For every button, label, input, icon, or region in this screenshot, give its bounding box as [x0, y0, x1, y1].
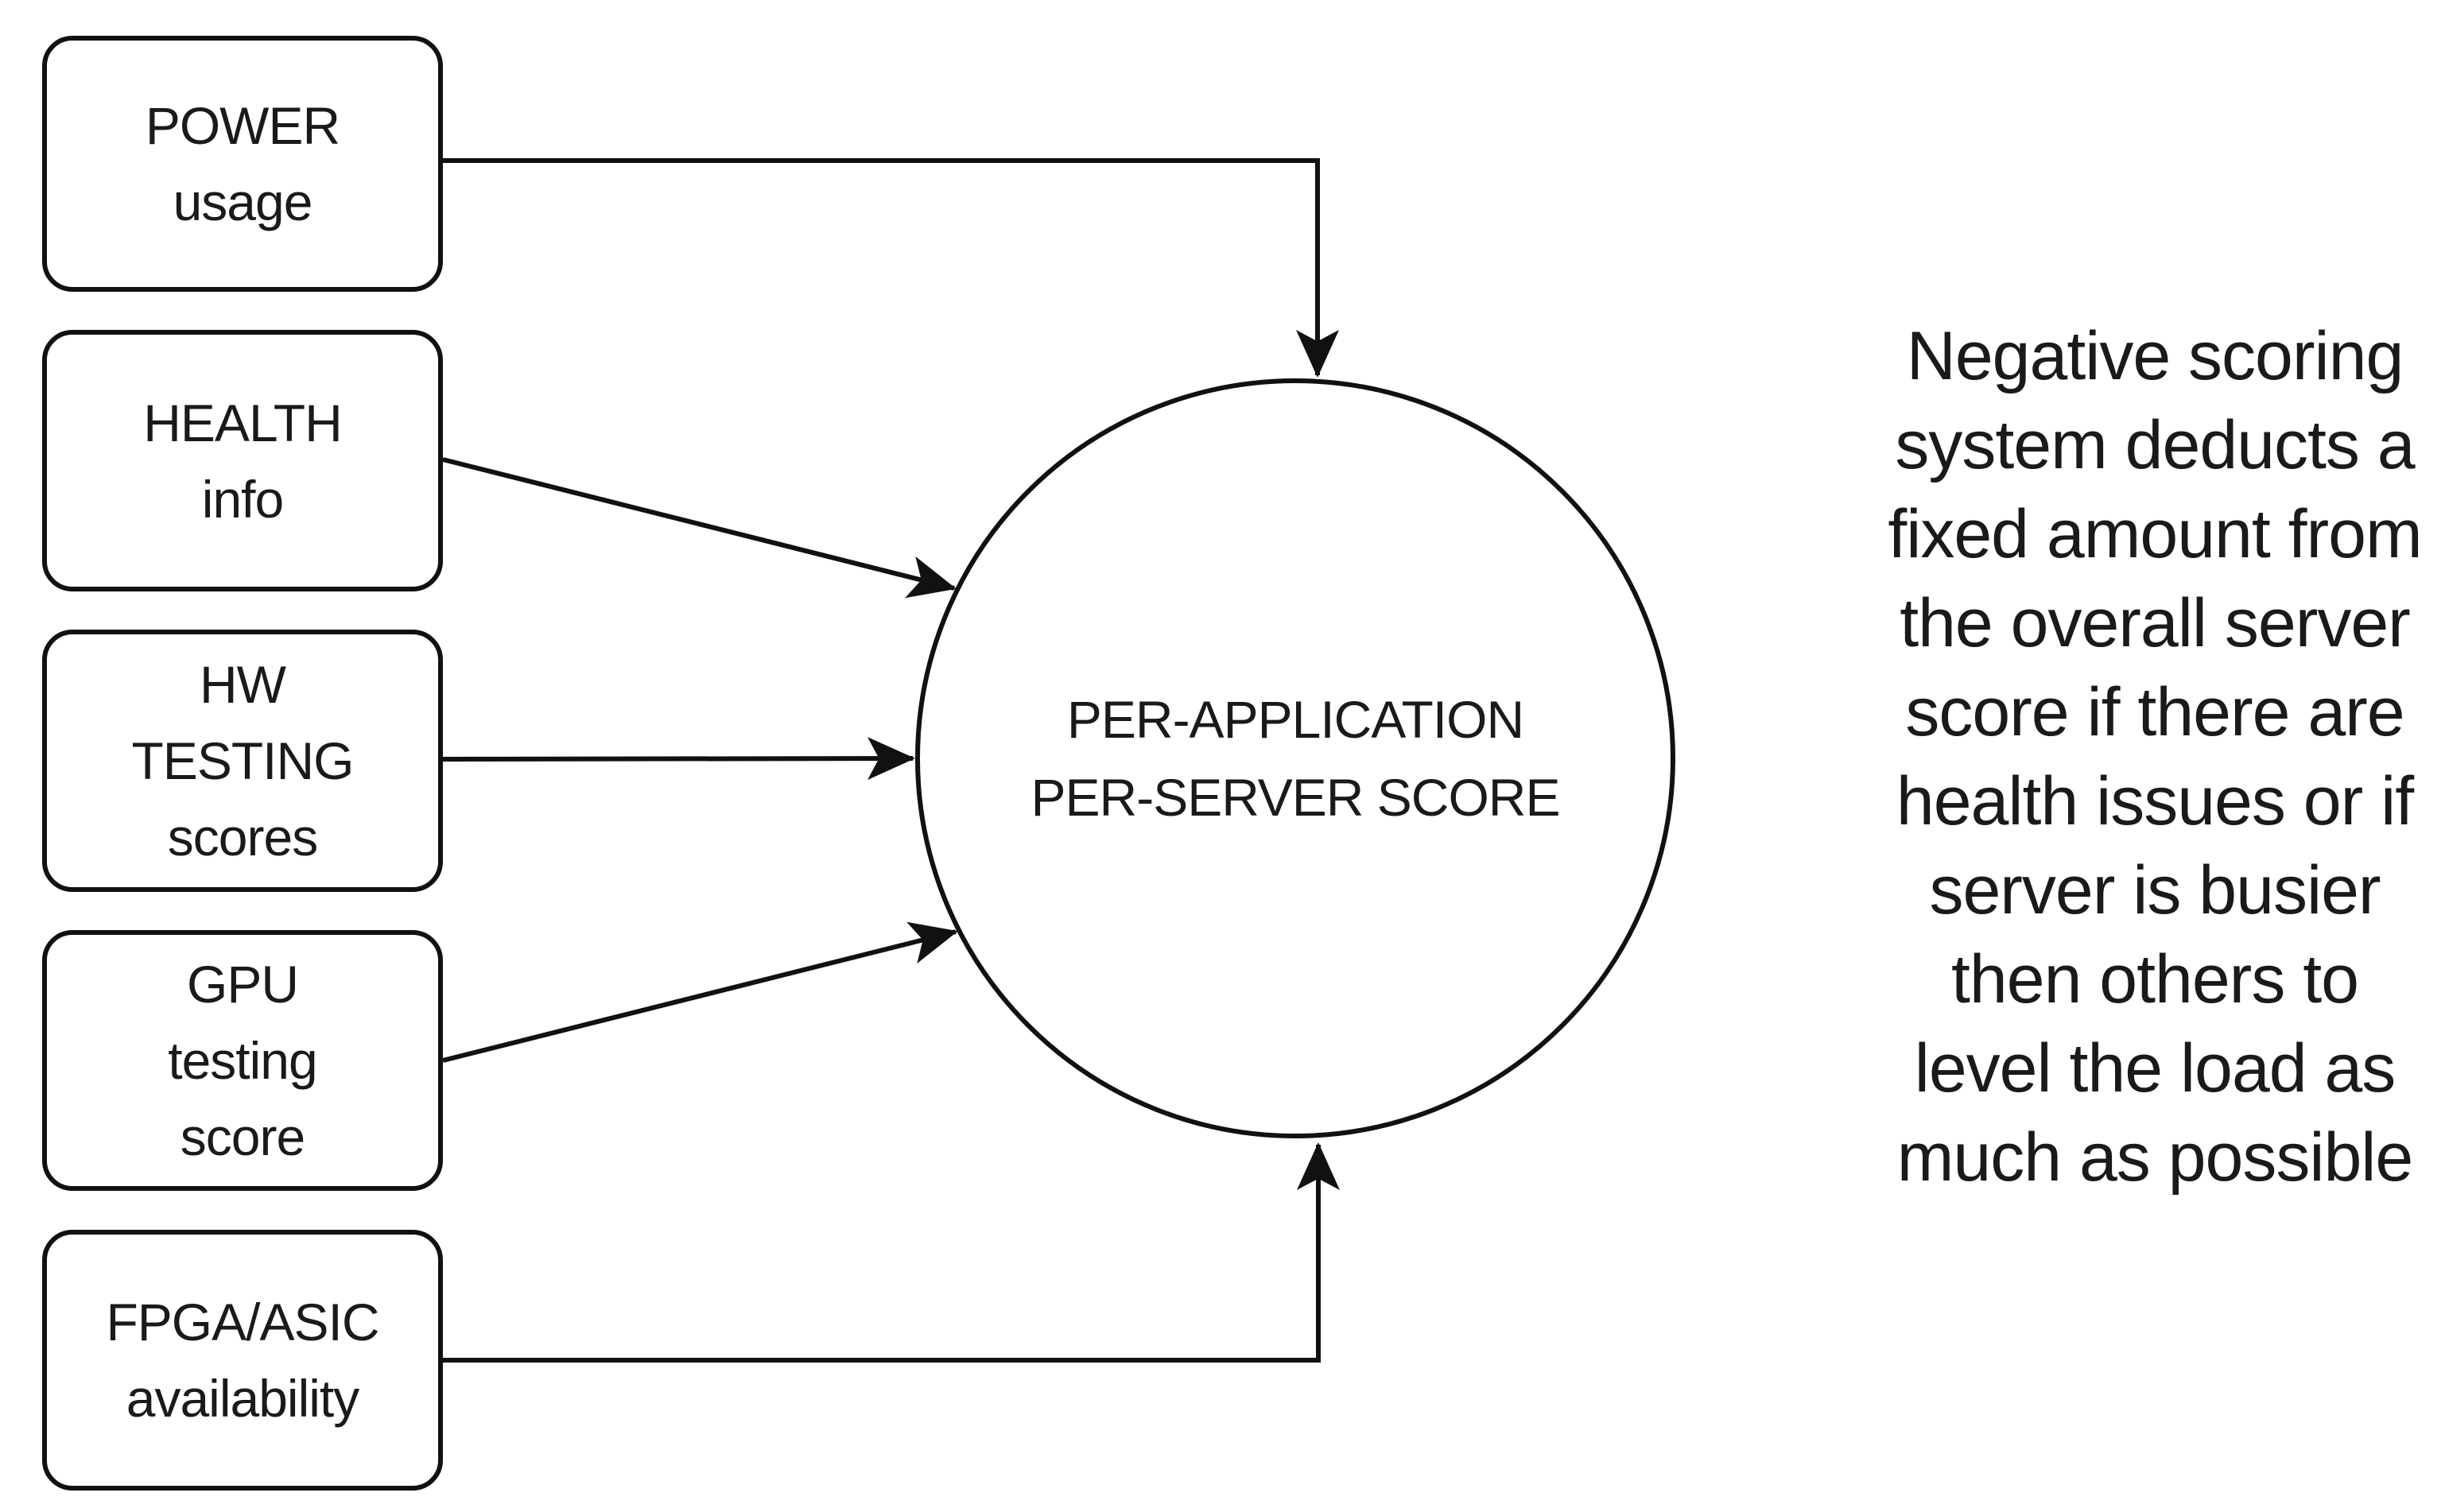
score-node: PER-APPLICATION PER-SERVER SCORE — [915, 378, 1675, 1138]
input-box-hw-testing: HW TESTING scores — [42, 630, 443, 892]
input-box-power-label: POWER usage — [145, 96, 340, 231]
input-box-fpga-asic: FPGA/ASIC availability — [42, 1230, 443, 1491]
input-box-fpga-asic-label: FPGA/ASIC availability — [106, 1293, 379, 1428]
arrow-power-to-score — [443, 158, 1339, 378]
arrow-health-to-score — [442, 457, 957, 599]
arrow-fpga-asic-to-score — [443, 1142, 1340, 1363]
input-box-hw-testing-label: HW TESTING scores — [131, 655, 354, 866]
input-box-gpu-testing: GPU testing score — [42, 930, 443, 1191]
annotation-note-text: Negative scoring system deducts a fixed … — [1888, 318, 2422, 1196]
input-box-power: POWER usage — [42, 36, 443, 292]
input-box-health-label: HEALTH info — [143, 393, 342, 529]
score-node-label: PER-APPLICATION PER-SERVER SCORE — [1030, 690, 1561, 827]
annotation-note: Negative scoring system deducts a fixed … — [1845, 312, 2449, 1202]
arrow-hw-testing-to-score — [442, 737, 915, 781]
input-box-gpu-testing-label: GPU testing score — [168, 955, 317, 1166]
input-box-health: HEALTH info — [42, 330, 443, 591]
arrow-gpu-testing-to-score — [442, 921, 958, 1063]
